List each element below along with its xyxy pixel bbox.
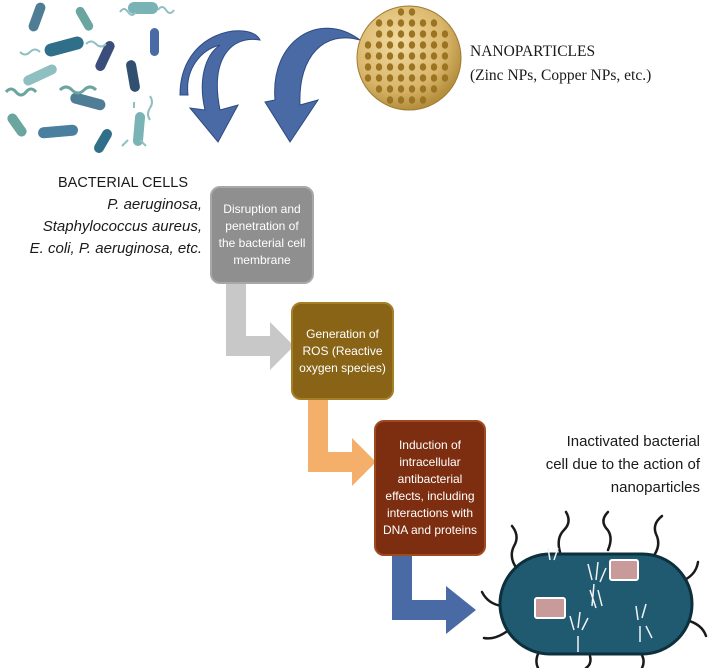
nanoparticle-dot	[430, 19, 438, 27]
nanoparticle-dot	[430, 85, 438, 93]
nanoparticle-dot	[408, 41, 416, 49]
nanoparticle-dot	[375, 41, 383, 49]
nanoparticle-sphere-icon	[356, 5, 462, 111]
nanoparticle-dot	[397, 74, 405, 82]
step-intracellular-effects: Induction of intracellular antibacterial…	[374, 420, 486, 556]
nanoparticle-dot	[397, 52, 405, 60]
nanoparticle-dot	[386, 96, 394, 104]
nanoparticle-dot	[419, 85, 427, 93]
nanoparticle-dot	[397, 19, 405, 27]
nanoparticle-dot	[386, 19, 394, 27]
nanoparticle-dot	[419, 19, 427, 27]
nanoparticle-dot	[430, 74, 438, 82]
nanoparticle-dot	[375, 63, 383, 71]
curved-arrows	[179, 27, 361, 143]
nanoparticle-dot	[386, 41, 394, 49]
nanoparticle-dot	[397, 85, 405, 93]
step-membrane-disruption: Disruption and penetration of the bacter…	[210, 186, 314, 284]
nanoparticle-dot	[375, 74, 383, 82]
nanoparticle-dot	[441, 52, 449, 60]
nanoparticle-dot	[408, 19, 416, 27]
curved-arrow-right	[264, 27, 361, 143]
nanoparticle-dot	[430, 41, 438, 49]
curved-arrow-left	[179, 30, 261, 143]
bacterial-cells-label: BACTERIAL CELLS P. aeruginosa, Staphyloc…	[12, 172, 202, 260]
arrow-step2-to-step3	[308, 400, 376, 486]
nanoparticle-dot	[397, 63, 405, 71]
nanoparticle-dot	[408, 30, 416, 38]
bacteria-icon	[7, 2, 159, 153]
nanoparticle-dot	[408, 8, 416, 16]
nanoparticles-title: NANOPARTICLES	[470, 43, 596, 60]
bacteria-species-line: E. coli, P. aeruginosa, etc.	[29, 240, 202, 257]
nanoparticle-dot	[430, 52, 438, 60]
bacteria-species-line: Staphylococcus aureus,	[42, 218, 202, 235]
arrow-step1-to-step2	[226, 284, 294, 370]
nanoparticle-dot	[408, 85, 416, 93]
nanoparticle-dot	[397, 41, 405, 49]
nanoparticle-dot	[386, 52, 394, 60]
nanoparticle-dot	[441, 41, 449, 49]
nanoparticle-dot	[441, 30, 449, 38]
nanoparticle-dot	[364, 63, 372, 71]
nanoparticle-dot	[386, 30, 394, 38]
nanoparticle-dot	[375, 52, 383, 60]
bacteria-species-line: P. aeruginosa,	[107, 196, 202, 213]
nanoparticle-dot	[408, 74, 416, 82]
bacterial-cells-title: BACTERIAL CELLS	[57, 175, 188, 191]
nanoparticle-dot	[419, 96, 427, 104]
step-ros-generation: Generation of ROS (Reactive oxygen speci…	[291, 302, 394, 400]
nanoparticle-dot	[386, 85, 394, 93]
nanoparticle-dot	[408, 63, 416, 71]
nanoparticle-dot	[441, 63, 449, 71]
nanoparticle-dot	[364, 74, 372, 82]
nanoparticle-dot	[397, 8, 405, 16]
nanoparticle-dot	[364, 41, 372, 49]
nanoparticle-dot	[408, 96, 416, 104]
nanoparticle-dot	[430, 30, 438, 38]
arrow-step3-to-cell	[392, 556, 476, 634]
nanoparticle-dot	[441, 74, 449, 82]
nanoparticles-label: NANOPARTICLES (Zinc NPs, Copper NPs, etc…	[470, 40, 651, 88]
nanoparticle-dot	[430, 63, 438, 71]
nanoparticle-dot	[419, 41, 427, 49]
nanoparticle-dot	[397, 30, 405, 38]
nanoparticle-dot	[397, 96, 405, 104]
nanoparticle-dot	[375, 85, 383, 93]
nanoparticle-dot	[419, 74, 427, 82]
nanoparticle-dot	[375, 19, 383, 27]
nanoparticle-dot	[419, 52, 427, 60]
nanoparticle-dot	[364, 52, 372, 60]
inactivated-bacterial-cell-icon	[480, 510, 708, 668]
nanoparticles-examples: (Zinc NPs, Copper NPs, etc.)	[470, 67, 652, 84]
bacteria-cluster-illustration	[4, 2, 175, 153]
nanoparticle-dot	[408, 52, 416, 60]
nanoparticle-dot	[375, 30, 383, 38]
nanoparticle-dot	[419, 30, 427, 38]
nanoparticle-dot	[386, 74, 394, 82]
nanoparticle-dot	[419, 63, 427, 71]
inactivated-cell-label: Inactivated bacterial cell due to the ac…	[545, 433, 700, 496]
nanoparticle-dot	[386, 63, 394, 71]
